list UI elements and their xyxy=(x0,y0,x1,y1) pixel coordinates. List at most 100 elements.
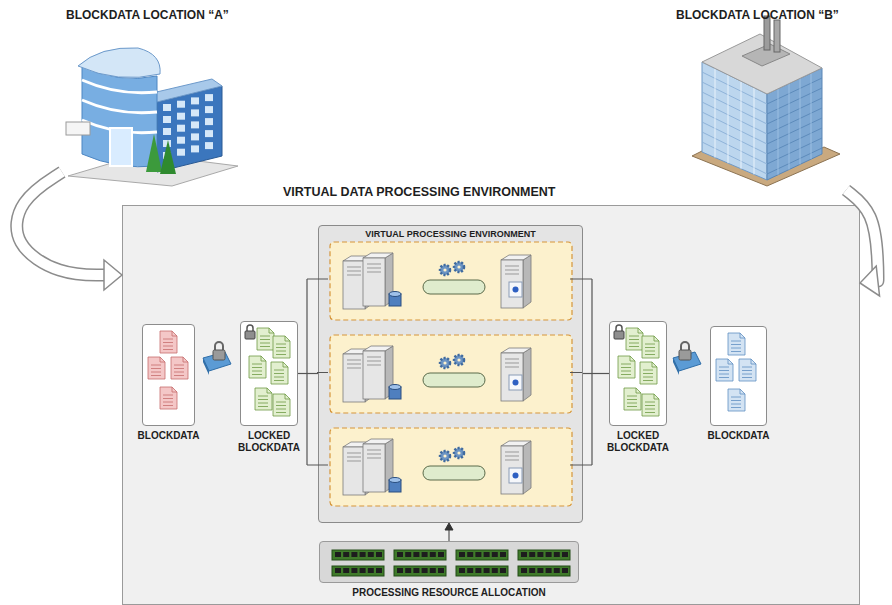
document-stack xyxy=(610,322,666,425)
resource-pool: PROCESSING RESOURCE ALLOCATION xyxy=(319,541,579,583)
arrow-body xyxy=(17,172,104,275)
illustration-part xyxy=(177,113,185,120)
page-line xyxy=(627,396,637,397)
page-line xyxy=(276,347,286,348)
memory-chip xyxy=(562,552,568,557)
processing-row xyxy=(330,242,572,320)
pipe xyxy=(423,373,485,387)
illustration-part xyxy=(741,81,742,169)
drive-slot xyxy=(367,361,381,362)
memory-module xyxy=(394,550,446,560)
module-board xyxy=(456,550,508,560)
page-fold xyxy=(740,389,745,394)
illustration-part xyxy=(767,138,822,164)
memory-chip xyxy=(335,568,341,573)
page-line xyxy=(742,370,752,371)
illustration-part xyxy=(163,116,171,123)
badge-dot xyxy=(513,380,519,386)
memory-chip xyxy=(422,568,428,573)
memory-module xyxy=(456,566,508,576)
split-wire xyxy=(307,279,328,465)
memory-chip xyxy=(467,552,473,557)
illustration-part xyxy=(205,130,213,137)
page-line xyxy=(643,373,653,374)
server-top xyxy=(501,441,531,446)
page xyxy=(642,336,659,358)
padlock-icon xyxy=(614,325,624,339)
document-icon xyxy=(618,356,635,378)
page-line xyxy=(252,367,262,368)
illustration-part xyxy=(191,145,199,152)
locked-data-box: LOCKED BLOCKDATA xyxy=(609,321,667,426)
tray-edge xyxy=(203,358,209,375)
page-line xyxy=(731,400,741,401)
memory-chip xyxy=(405,552,411,557)
data-box: BLOCKDATA xyxy=(142,324,195,426)
server-front xyxy=(501,446,523,494)
memory-chip xyxy=(405,568,411,573)
drive-slot xyxy=(367,272,381,273)
gear-hole xyxy=(457,265,460,268)
page xyxy=(642,394,659,416)
page-line xyxy=(274,377,284,378)
badge xyxy=(509,468,522,483)
connector-line xyxy=(298,373,318,374)
memory-chip xyxy=(343,568,349,573)
node-label: BLOCKDATA LOCATION “A” xyxy=(62,4,242,22)
page-line xyxy=(260,343,270,344)
illustration-part xyxy=(177,125,185,132)
drive-slot xyxy=(347,461,361,462)
db-top xyxy=(389,292,401,297)
document-icon xyxy=(257,328,274,350)
memory-chip xyxy=(492,552,498,557)
page-line xyxy=(742,367,752,368)
server-top xyxy=(363,253,393,258)
tray xyxy=(673,352,701,371)
document-icon xyxy=(249,356,266,378)
page-line xyxy=(645,409,655,410)
badge-dot xyxy=(513,287,519,293)
drive-slot xyxy=(505,270,519,271)
illustration-part xyxy=(160,140,176,174)
page-fold xyxy=(751,359,756,364)
server-side xyxy=(523,255,531,308)
connector-path xyxy=(448,530,449,541)
server-front xyxy=(501,260,523,308)
badge xyxy=(509,282,522,297)
page-line xyxy=(645,405,655,406)
drive-slot xyxy=(367,365,381,366)
building-illustration xyxy=(62,4,242,190)
page-line xyxy=(276,351,286,352)
memory-chip xyxy=(335,552,341,557)
illustration-part xyxy=(78,48,160,78)
memory-chip xyxy=(368,568,374,573)
illustration-part xyxy=(767,148,822,174)
memory-chip xyxy=(459,552,465,557)
page-line xyxy=(629,339,639,340)
page xyxy=(148,357,165,379)
gear-icon xyxy=(440,451,450,461)
page-line xyxy=(731,344,741,345)
module-board xyxy=(332,550,384,560)
memory-chip xyxy=(351,568,357,573)
memory-chip xyxy=(546,552,552,557)
document-stack xyxy=(711,327,766,425)
page-fold xyxy=(652,362,657,367)
memory-chip xyxy=(554,568,560,573)
page-line xyxy=(621,374,631,375)
illustration-part xyxy=(800,78,801,164)
server-front xyxy=(501,353,523,401)
page-fold xyxy=(172,387,177,392)
gear-hole xyxy=(443,454,446,457)
page-line xyxy=(645,402,655,403)
lock-shackle xyxy=(681,342,689,350)
page-line xyxy=(643,370,653,371)
page xyxy=(739,359,756,381)
page-line xyxy=(731,397,741,398)
page xyxy=(728,333,745,355)
drive-slot xyxy=(505,359,519,360)
illustration-part xyxy=(82,66,157,167)
data-frame xyxy=(609,321,667,426)
data-frame xyxy=(240,321,298,426)
page-line xyxy=(163,398,173,399)
